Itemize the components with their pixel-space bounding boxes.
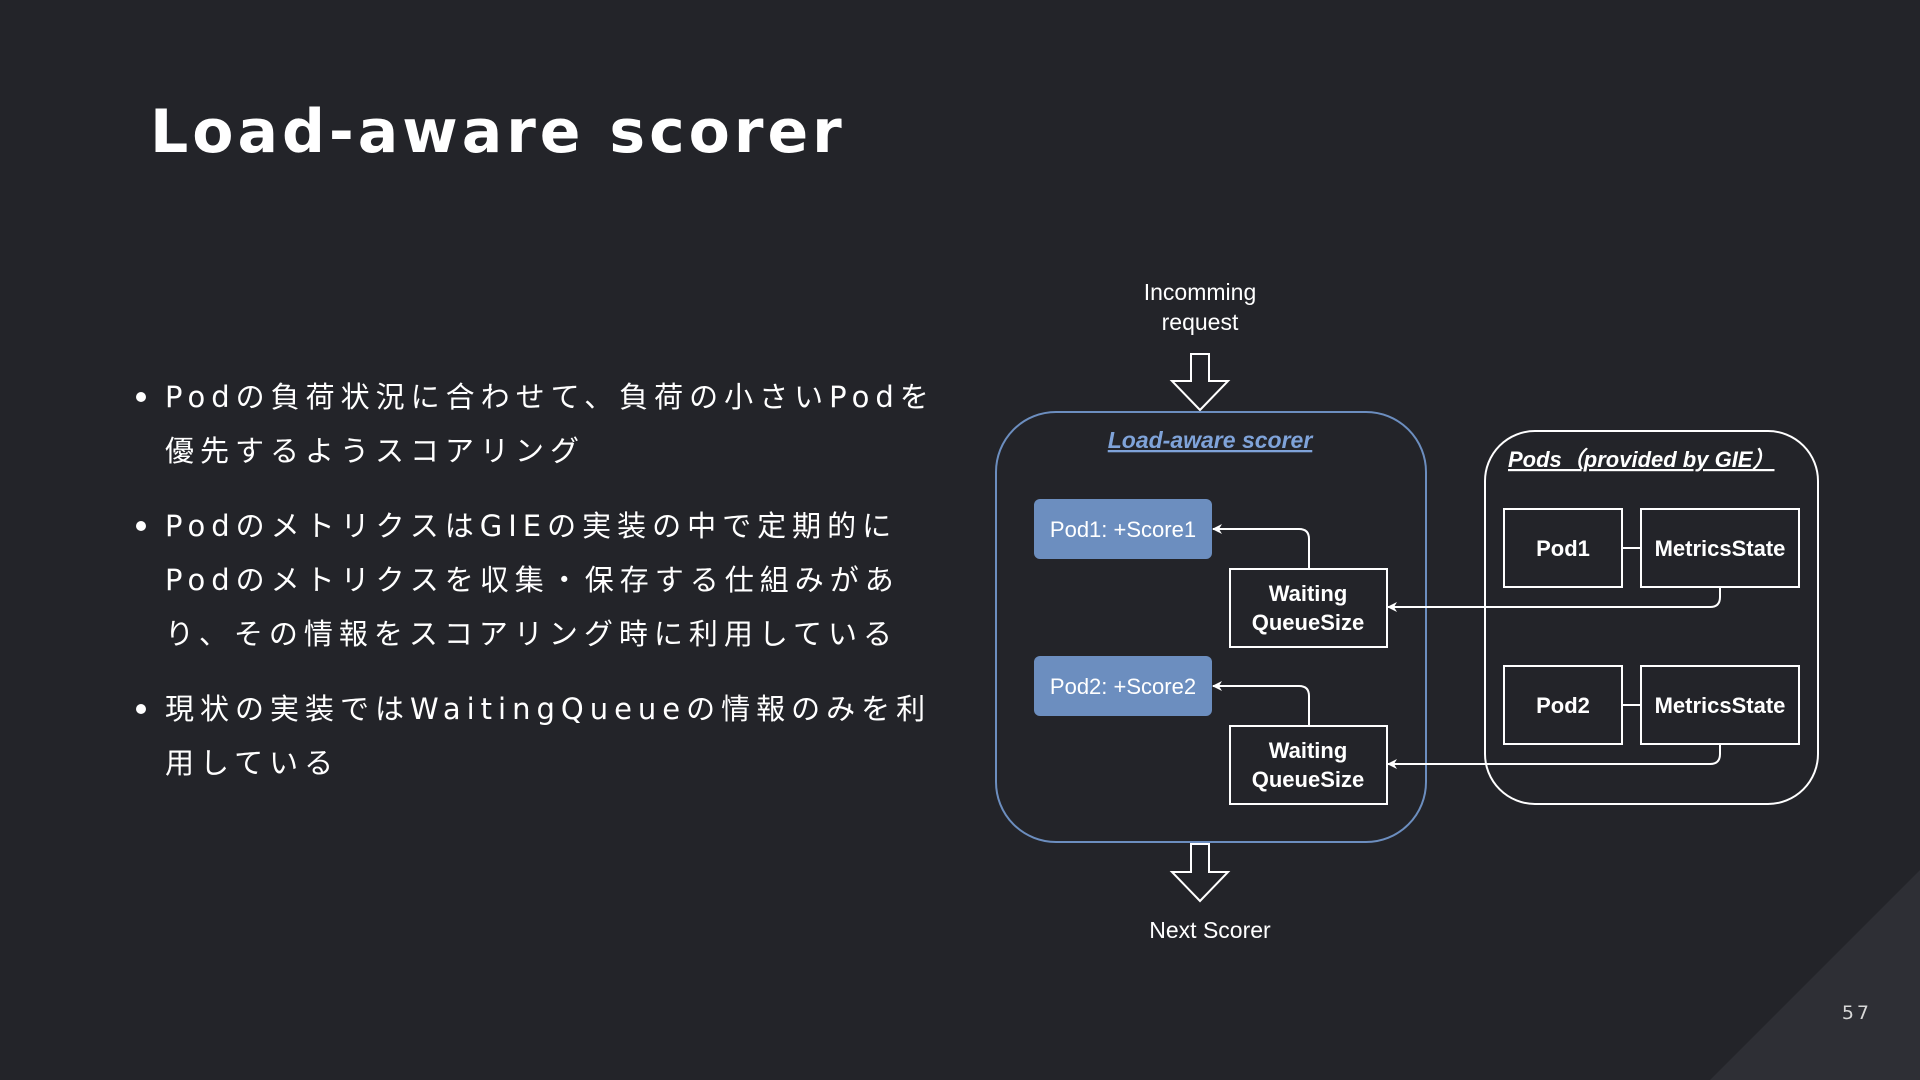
corner-decoration bbox=[1710, 870, 1920, 1080]
metrics-label-2: MetricsState bbox=[1655, 693, 1786, 718]
bullet-dot bbox=[136, 704, 146, 714]
pods-title: Pods（provided by GIE） bbox=[1508, 447, 1774, 472]
next-arrow-icon bbox=[1169, 843, 1231, 903]
next-scorer-label: Next Scorer bbox=[1149, 917, 1271, 943]
bullet-text: PodのメトリクスはGIEの実装の中で定期的に bbox=[165, 509, 898, 543]
queue-label-2: QueueSize bbox=[1252, 767, 1364, 792]
bullet-list: Podの負荷状況に合わせて、負荷の小さいPodを 優先するようスコアリング Po… bbox=[130, 370, 930, 811]
bullet-text: 優先するようスコアリング bbox=[165, 434, 586, 468]
incoming-arrow-icon bbox=[1169, 353, 1231, 412]
bullet-item: Podの負荷状況に合わせて、負荷の小さいPodを 優先するようスコアリング bbox=[130, 370, 930, 478]
bullet-item: 現状の実装ではWaitingQueueの情報のみを利 用している bbox=[130, 682, 930, 790]
queue-label-1: Waiting bbox=[1269, 581, 1348, 606]
score-label-pod1: Pod1: +Score1 bbox=[1050, 517, 1196, 542]
bullet-dot bbox=[136, 392, 146, 402]
queue-label-2: Waiting bbox=[1269, 738, 1348, 763]
pod-label-1: Pod1 bbox=[1536, 536, 1590, 561]
bullet-dot bbox=[136, 521, 146, 531]
incoming-label: request bbox=[1162, 309, 1239, 335]
bullet-text: 現状の実装ではWaitingQueueの情報のみを利 bbox=[165, 692, 932, 726]
bullet-text: Podのメトリクスを収集・保存する仕組みがあ bbox=[165, 563, 900, 597]
metrics-label-1: MetricsState bbox=[1655, 536, 1786, 561]
metrics-to-queue-arrow-1 bbox=[1387, 587, 1721, 612]
score-box-pod2 bbox=[1034, 656, 1212, 716]
queue-to-score-arrow-1 bbox=[1212, 524, 1310, 569]
page-number: 57 bbox=[1841, 1002, 1872, 1024]
bullet-item: PodのメトリクスはGIEの実装の中で定期的に Podのメトリクスを収集・保存す… bbox=[130, 499, 930, 661]
bullet-text: Podの負荷状況に合わせて、負荷の小さいPodを bbox=[165, 380, 935, 414]
queue-to-score-arrow-2 bbox=[1212, 681, 1310, 726]
scorer-title: Load-aware scorer bbox=[1108, 427, 1314, 453]
metrics-to-queue-arrow-2 bbox=[1387, 744, 1721, 769]
incoming-label: Incomming bbox=[1144, 279, 1256, 305]
queue-label-1: QueueSize bbox=[1252, 610, 1364, 635]
bullet-text: り、その情報をスコアリング時に利用している bbox=[165, 617, 898, 651]
bullet-text: 用している bbox=[165, 746, 340, 780]
slide-title: Load-aware scorer bbox=[150, 97, 846, 167]
pods-container bbox=[1484, 430, 1819, 805]
pod-label-2: Pod2 bbox=[1536, 693, 1590, 718]
score-label-pod2: Pod2: +Score2 bbox=[1050, 674, 1196, 699]
scorer-container bbox=[995, 411, 1427, 843]
score-box-pod1 bbox=[1034, 499, 1212, 559]
